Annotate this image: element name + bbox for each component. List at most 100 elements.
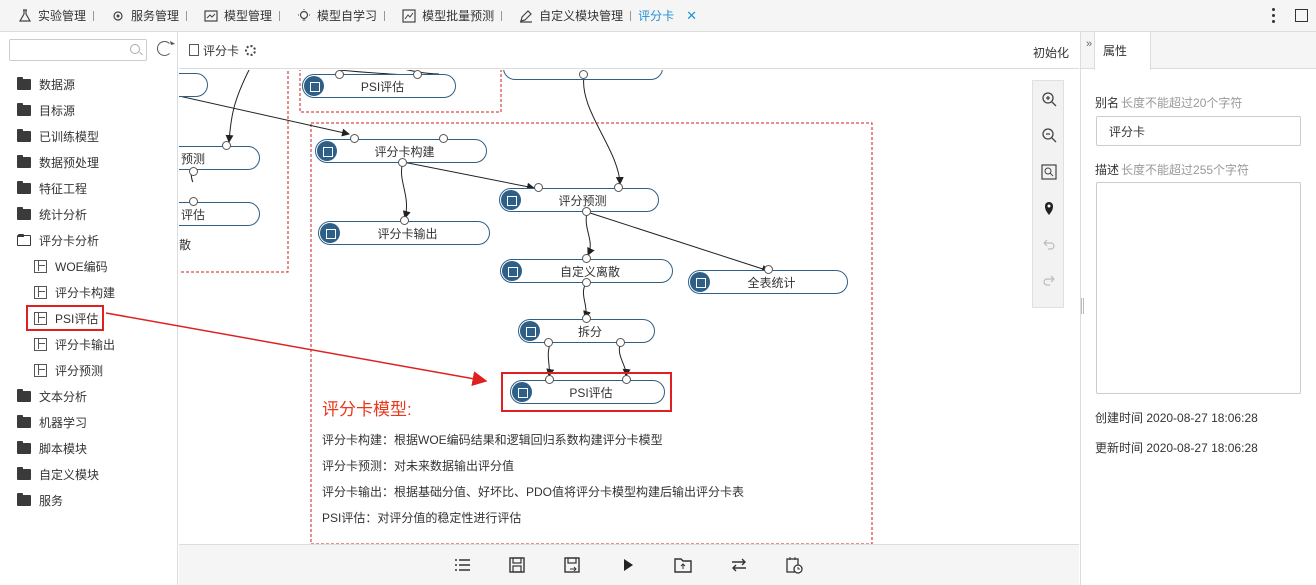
port[interactable] bbox=[614, 183, 623, 192]
port[interactable] bbox=[413, 70, 422, 79]
search-input[interactable] bbox=[10, 40, 122, 60]
port[interactable] bbox=[350, 134, 359, 143]
tab-properties[interactable]: 属性 bbox=[1094, 32, 1151, 70]
locate-icon[interactable] bbox=[1041, 200, 1057, 216]
tab-label: 服务管理 bbox=[131, 9, 180, 23]
port[interactable] bbox=[534, 183, 543, 192]
redo-icon[interactable] bbox=[1041, 272, 1057, 288]
port[interactable] bbox=[439, 134, 448, 143]
tree-folder-preprocess[interactable]: 数据预处理 bbox=[0, 149, 178, 175]
tree-folder-service[interactable]: 服务 bbox=[0, 487, 178, 513]
tab-service[interactable]: 服务管理 bbox=[93, 0, 188, 32]
port[interactable] bbox=[582, 254, 591, 263]
save-as-icon[interactable] bbox=[562, 555, 582, 575]
schedule-icon[interactable] bbox=[784, 555, 804, 575]
search-icon[interactable] bbox=[130, 44, 140, 54]
folder-open-icon bbox=[17, 233, 31, 246]
tree-folder-target[interactable]: 目标源 bbox=[0, 97, 178, 123]
tab-batch-predict[interactable]: 模型批量预测 bbox=[384, 0, 503, 32]
tree-folder-script[interactable]: 脚本模块 bbox=[0, 435, 178, 461]
node-scorecard-output[interactable]: 评分卡输出 bbox=[318, 221, 490, 245]
tree-folder-trained-models[interactable]: 已训练模型 bbox=[0, 123, 178, 149]
tree-folder-datasource[interactable]: 数据源 bbox=[0, 71, 178, 97]
desc-label: 描述长度不能超过255个字符 bbox=[1095, 161, 1249, 178]
node-split[interactable]: 拆分 bbox=[518, 319, 655, 343]
node-score-predict[interactable]: 评分预测 bbox=[499, 188, 659, 212]
tab-label: 模型自学习 bbox=[317, 9, 378, 23]
tree-item-scorecard-output[interactable]: 评分卡输出 bbox=[0, 331, 178, 357]
port[interactable] bbox=[582, 278, 591, 287]
tree-item-woe[interactable]: WOE编码 bbox=[0, 253, 178, 279]
node-psi[interactable]: PSI评估 bbox=[510, 380, 665, 404]
more-menu-icon[interactable] bbox=[1265, 6, 1281, 24]
port[interactable] bbox=[544, 338, 553, 347]
port[interactable] bbox=[222, 141, 231, 150]
port[interactable] bbox=[582, 207, 591, 216]
tree-folder-scorecard[interactable]: 评分卡分析 bbox=[0, 227, 178, 253]
list-icon[interactable] bbox=[452, 555, 472, 575]
tab-model[interactable]: 模型管理 bbox=[186, 0, 281, 32]
created-value: 2020-08-27 18:06:28 bbox=[1146, 411, 1258, 425]
node-label: 评估 bbox=[180, 207, 205, 222]
settings-icon[interactable] bbox=[245, 44, 257, 56]
tree-folder-text[interactable]: 文本分析 bbox=[0, 383, 178, 409]
collapse-icon[interactable]: » bbox=[1086, 38, 1093, 50]
port[interactable] bbox=[335, 70, 344, 79]
tree-folder-ml[interactable]: 机器学习 bbox=[0, 409, 178, 435]
tree-label: 文本分析 bbox=[39, 389, 88, 404]
initialize-button[interactable]: 初始化 bbox=[1032, 46, 1069, 60]
tree-folder-stats[interactable]: 统计分析 bbox=[0, 201, 178, 227]
module-icon bbox=[34, 285, 47, 299]
export-icon[interactable] bbox=[673, 555, 693, 575]
node-psi-top[interactable]: PSI评估 bbox=[302, 74, 456, 98]
experiment-title: 评分卡 bbox=[203, 43, 240, 58]
save-icon[interactable] bbox=[507, 555, 527, 575]
tree-folder-feature[interactable]: 特征工程 bbox=[0, 175, 178, 201]
switch-icon[interactable] bbox=[729, 555, 749, 575]
tree-item-score-predict[interactable]: 评分预测 bbox=[0, 357, 178, 383]
tree-label: 评分卡输出 bbox=[55, 337, 116, 352]
description-textarea[interactable] bbox=[1096, 182, 1301, 394]
port[interactable] bbox=[579, 70, 588, 79]
port[interactable] bbox=[189, 167, 198, 176]
node-left-predict[interactable]: 预测 bbox=[179, 146, 260, 170]
fit-view-icon[interactable] bbox=[1041, 164, 1057, 180]
tree-item-scorecard-build[interactable]: 评分卡构建 bbox=[0, 279, 178, 305]
port[interactable] bbox=[616, 338, 625, 347]
port[interactable] bbox=[400, 216, 409, 225]
flow-canvas[interactable]: PSI评估 预测 评估 散 评分卡构建 评分预测 评分卡输出 自定义离散 全表统… bbox=[179, 70, 1079, 544]
folder-icon bbox=[17, 440, 31, 454]
maximize-icon[interactable] bbox=[1295, 8, 1308, 22]
node-label: 评分卡构建 bbox=[374, 144, 435, 159]
module-icon bbox=[34, 311, 47, 325]
port[interactable] bbox=[622, 375, 631, 384]
top-tab-bar: 实验管理 服务管理 模型管理 模型自学习 模型批量预测 自定义模块管理 评分卡 … bbox=[0, 0, 1316, 32]
node-left-eval[interactable]: 评估 bbox=[179, 202, 260, 226]
port[interactable] bbox=[764, 265, 773, 274]
alias-input[interactable] bbox=[1096, 116, 1301, 146]
port[interactable] bbox=[545, 375, 554, 384]
zoom-in-icon[interactable] bbox=[1041, 91, 1057, 107]
tree-item-psi[interactable]: PSI评估 bbox=[0, 305, 178, 331]
tab-scorecard[interactable]: 评分卡 ✕ bbox=[630, 0, 704, 32]
run-icon[interactable] bbox=[618, 555, 638, 575]
undo-icon[interactable] bbox=[1041, 236, 1057, 252]
refresh-icon[interactable] bbox=[157, 41, 172, 56]
tab-experiment[interactable]: 实验管理 bbox=[0, 0, 95, 32]
node-full-stats[interactable]: 全表统计 bbox=[688, 270, 848, 294]
tab-self-learning[interactable]: 模型自学习 bbox=[279, 0, 386, 32]
tree-label: 目标源 bbox=[39, 103, 76, 118]
tab-custom-module[interactable]: 自定义模块管理 bbox=[501, 0, 632, 32]
node-label: 自定义离散 bbox=[559, 264, 620, 279]
port[interactable] bbox=[582, 314, 591, 323]
port[interactable] bbox=[189, 197, 198, 206]
zoom-out-icon[interactable] bbox=[1041, 127, 1057, 143]
panel-resize-handle[interactable] bbox=[1081, 298, 1084, 314]
close-icon[interactable]: ✕ bbox=[686, 7, 698, 23]
tree-folder-custom[interactable]: 自定义模块 bbox=[0, 461, 178, 487]
port[interactable] bbox=[398, 158, 407, 167]
tree-label: 脚本模块 bbox=[39, 441, 88, 456]
updated-label: 更新时间 bbox=[1095, 441, 1144, 455]
tree-label: 服务 bbox=[39, 493, 64, 508]
node-left-top-stub[interactable] bbox=[179, 73, 208, 97]
